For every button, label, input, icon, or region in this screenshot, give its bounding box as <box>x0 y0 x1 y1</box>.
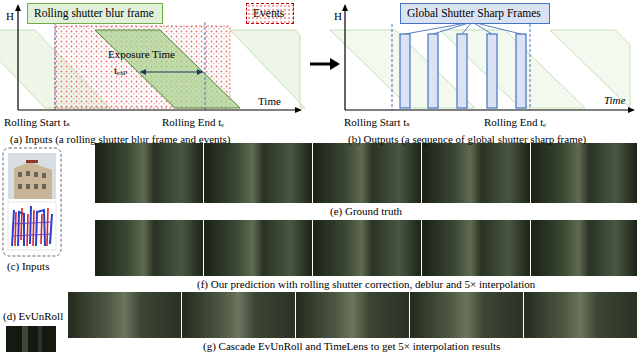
ground-truth-strip <box>95 143 637 203</box>
axis-label: H <box>334 10 342 22</box>
panel-caption-holder: (d) EvUnRoll <box>3 310 63 323</box>
input-frame-box: Rolling shutter blur frame <box>27 3 163 24</box>
panel-a-plot <box>0 4 305 113</box>
time-marker-holder: Rolling Start tₛ <box>4 116 70 129</box>
axis-label: H <box>6 10 14 22</box>
box-label: Rolling shutter blur frame <box>34 7 154 19</box>
panel-caption-holder: (c) Inputs <box>7 260 49 273</box>
panel-caption-holder: (a) Inputs (a rolling shutter blur frame… <box>10 133 231 146</box>
panel-caption: (a) Inputs (a rolling shutter blur frame… <box>10 133 231 145</box>
exposure-symbol: tₑₓₚ <box>114 64 127 76</box>
prediction-strip <box>95 220 637 276</box>
cascade-strip <box>68 292 637 338</box>
output-frames-box: Global Shutter Sharp Frames <box>400 3 550 24</box>
time-marker-holder: Rolling End tₑ <box>162 116 224 129</box>
axis-label-holder: Time <box>258 95 281 108</box>
panel-caption: (g) Cascade EvUnRoll and TimeLens to get… <box>203 340 500 352</box>
axis-label: Time <box>258 95 281 107</box>
time-marker: Rolling End tₑ <box>162 116 224 128</box>
panel-caption: (c) Inputs <box>7 260 49 272</box>
events-box: Events <box>246 3 294 24</box>
panel-caption: (d) EvUnRoll <box>3 310 63 322</box>
axis-label-holder: H <box>334 10 342 23</box>
box-label: Global Shutter Sharp Frames <box>407 7 541 19</box>
time-marker: Rolling Start tₛ <box>344 116 410 128</box>
panel-b-plot <box>330 4 635 113</box>
panel-caption: (e) Ground truth <box>330 205 402 217</box>
axis-label: Time <box>604 94 625 106</box>
exposure-label-holder: Exposure Time <box>108 48 175 61</box>
exposure-label: Exposure Time <box>108 48 175 60</box>
panel-caption-holder: (e) Ground truth <box>330 205 402 218</box>
time-marker-holder: Rolling Start tₛ <box>344 116 410 129</box>
panel-caption: (f) Our prediction with rolling shutter … <box>197 278 535 290</box>
exposure-symbol-holder: tₑₓₚ <box>114 64 127 77</box>
time-marker: Rolling End tₑ <box>484 116 546 128</box>
panel-caption: (b) Outputs (a sequence of global shutte… <box>348 133 586 145</box>
transition-arrow <box>310 58 340 70</box>
panel-caption-holder: (f) Our prediction with rolling shutter … <box>197 278 535 291</box>
panel-caption-holder: (g) Cascade EvUnRoll and TimeLens to get… <box>203 340 500 353</box>
box-label: Events <box>253 7 284 19</box>
axis-label-holder: Time <box>604 94 625 107</box>
panel-caption-holder: (b) Outputs (a sequence of global shutte… <box>348 133 586 146</box>
time-marker: Rolling Start tₛ <box>4 116 70 128</box>
time-marker-holder: Rolling End tₑ <box>484 116 546 129</box>
axis-label-holder: H <box>6 10 14 23</box>
